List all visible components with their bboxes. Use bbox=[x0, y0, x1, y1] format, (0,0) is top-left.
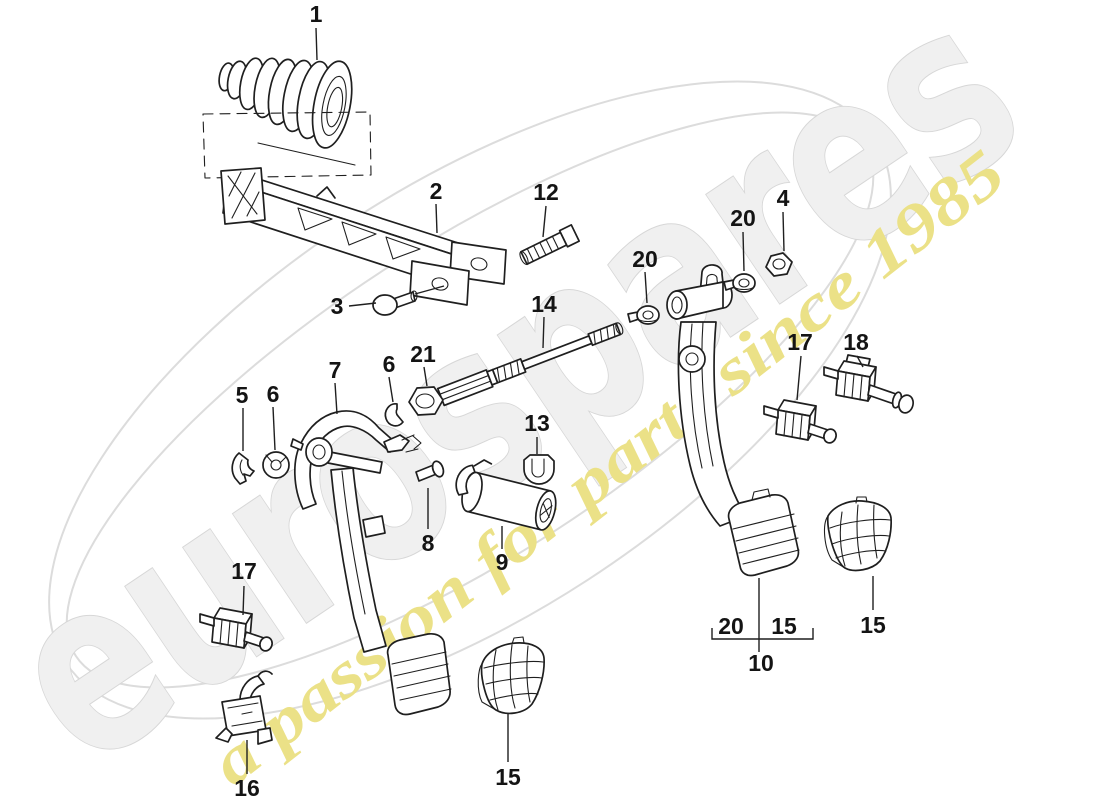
part-2-bracket-drawing bbox=[220, 167, 507, 306]
brake-pedal-drawing bbox=[666, 264, 800, 577]
part-4-nut-drawing bbox=[765, 252, 793, 277]
part-6b-clip-drawing bbox=[384, 403, 404, 427]
part-16-bracket-drawing bbox=[215, 670, 273, 745]
leader-1 bbox=[315, 27, 318, 61]
part-8-pin-drawing bbox=[415, 460, 445, 482]
callout-17b-label: 17 bbox=[787, 329, 813, 355]
callout-15a-label: 15 bbox=[495, 764, 521, 790]
callout-7-label: 7 bbox=[329, 357, 342, 383]
part-21-nut-drawing bbox=[408, 386, 444, 416]
callout-6b-label: 6 bbox=[383, 351, 396, 377]
callout-2-label: 2 bbox=[430, 178, 443, 204]
callout-5-label: 5 bbox=[236, 382, 249, 408]
callout-1-label: 1 bbox=[310, 1, 323, 27]
part-15a-pad-drawing bbox=[477, 636, 545, 715]
part-18-switch-drawing bbox=[823, 354, 915, 414]
part-15b-pad-drawing bbox=[823, 496, 892, 572]
leader-3 bbox=[348, 302, 377, 307]
leader-14 bbox=[542, 316, 545, 349]
ref-bracket-line bbox=[711, 628, 814, 640]
leader-12 bbox=[542, 205, 547, 238]
leader-17a bbox=[242, 585, 245, 616]
part-14-pushrod-drawing bbox=[436, 322, 624, 407]
leader-21 bbox=[423, 366, 428, 387]
part-12-stud-drawing bbox=[519, 224, 581, 266]
leader-4 bbox=[782, 211, 785, 252]
installation-outline-box bbox=[202, 111, 372, 179]
leader-6b bbox=[388, 376, 394, 403]
leader-20b bbox=[742, 231, 745, 272]
callout-18-label: 18 bbox=[843, 329, 869, 355]
leader-17b bbox=[796, 355, 802, 401]
ref-bracket-left-label: 20 bbox=[718, 613, 744, 639]
ref-bracket-assembly-label: 10 bbox=[748, 650, 774, 676]
callout-9-label: 9 bbox=[496, 549, 509, 575]
part-13-clip-drawing bbox=[523, 454, 555, 485]
leader-7 bbox=[334, 382, 338, 415]
callout-6a-label: 6 bbox=[267, 381, 280, 407]
part-1-boot-drawing bbox=[218, 57, 353, 149]
part-7-clutch-pedal-drawing bbox=[290, 410, 452, 716]
callout-leaders bbox=[242, 27, 874, 774]
callout-16-label: 16 bbox=[234, 775, 260, 800]
leader-18 bbox=[856, 355, 864, 368]
callout-14-label: 14 bbox=[531, 291, 557, 317]
callout-20b-label: 20 bbox=[730, 205, 756, 231]
leader-2 bbox=[435, 203, 438, 234]
part-3-bolt-drawing bbox=[372, 285, 445, 316]
part-6a-clip-drawing bbox=[262, 451, 290, 479]
callout-13-label: 13 bbox=[524, 410, 550, 436]
callout-4-label: 4 bbox=[777, 185, 790, 211]
callout-3-label: 3 bbox=[331, 293, 344, 319]
part-17b-switch-drawing bbox=[763, 399, 837, 444]
ref-bracket-right-label: 15 bbox=[771, 613, 797, 639]
leader-20a bbox=[644, 271, 648, 304]
part-20a-clip-drawing bbox=[627, 305, 660, 325]
callout-21-label: 21 bbox=[410, 341, 436, 367]
part-5-clip-drawing bbox=[231, 452, 255, 485]
part-17a-switch-drawing bbox=[199, 607, 273, 652]
leader-6a bbox=[272, 406, 276, 451]
callout-15b-label: 15 bbox=[860, 612, 886, 638]
part-20b-clip-drawing bbox=[723, 273, 756, 293]
callout-labels: 1 2 3 12 14 20 20 4 17 18 5 6 7 6 21 13 … bbox=[231, 1, 886, 800]
callout-20a-label: 20 bbox=[632, 246, 658, 272]
part-9-bushing-drawing bbox=[455, 459, 557, 531]
callout-17a-label: 17 bbox=[231, 558, 257, 584]
callout-8-label: 8 bbox=[422, 530, 435, 556]
callout-12-label: 12 bbox=[533, 179, 559, 205]
